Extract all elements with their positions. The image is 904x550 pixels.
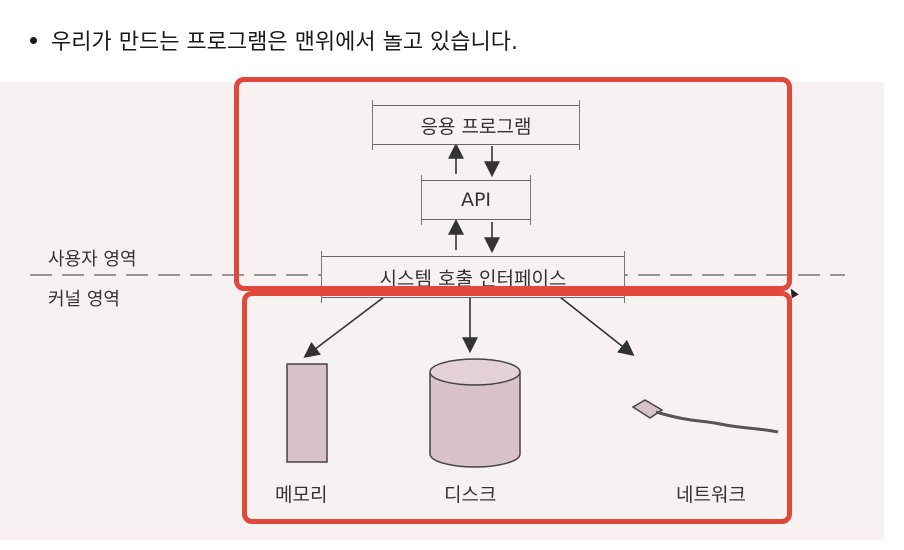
user-area-highlight <box>234 77 792 291</box>
disk-device <box>429 358 521 468</box>
arrow-to-memory <box>303 296 385 358</box>
kernel-area-highlight <box>242 291 792 524</box>
bullet-dot <box>30 36 37 44</box>
bullet-text: 우리가 만드는 프로그램은 맨위에서 놀고 있습니다. <box>51 30 519 55</box>
api-box: API <box>421 175 531 225</box>
user-area-label: 사용자 영역 <box>48 249 137 270</box>
application-box: 응용 프로그램 <box>372 100 580 150</box>
kernel-area-label: 커널 영역 <box>48 289 120 310</box>
diagram-lines <box>30 142 845 468</box>
disk-label: 디스크 <box>444 484 497 506</box>
memory-device <box>286 363 328 463</box>
network-device <box>631 399 779 434</box>
bullet-item: 우리가 만드는 프로그램은 맨위에서 놀고 있습니다. <box>30 24 518 56</box>
os-layer-diagram: 사용자 영역 커널 영역 응용 프로그램 API 시스템 호출 인터페이스 메모… <box>0 82 884 540</box>
arrow-to-network <box>559 296 635 356</box>
network-label: 네트워크 <box>676 484 746 506</box>
memory-label: 메모리 <box>275 484 328 506</box>
